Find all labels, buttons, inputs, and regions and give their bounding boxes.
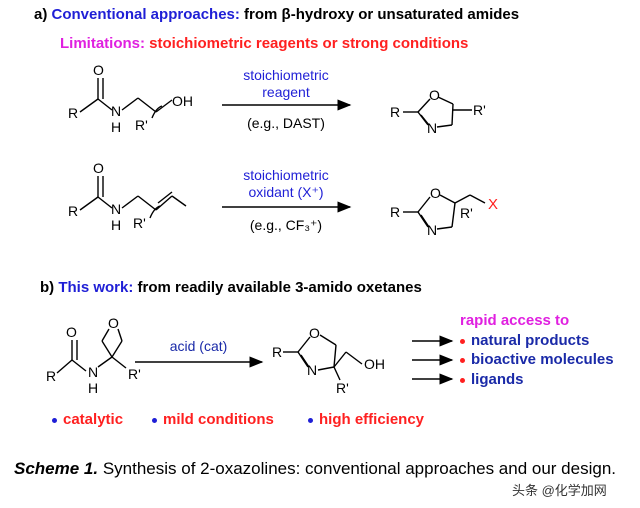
section-b-prefix: b) (40, 279, 59, 296)
section-a-rest: from β-hydroxy or unsaturated amides (239, 6, 520, 23)
section-a-prefix: a) (34, 6, 52, 23)
alkene-amide-structure (79, 176, 187, 219)
hydroxy-amide-structure (79, 78, 173, 119)
access-item-label: bioactive molecules (471, 351, 614, 368)
limitations-line: Limitations: stoichiometric reagents or … (60, 35, 468, 52)
section-b-rest: from readily available 3-amido oxetanes (133, 279, 422, 296)
atom-o-p2: O (430, 185, 441, 201)
atom-o-b2: O (309, 325, 320, 341)
section-a-header: a) Conventional approaches: from β-hydro… (34, 6, 519, 23)
atom-n-r2: N (111, 201, 122, 217)
limitations-text: stoichiometric reagents or strong condit… (145, 35, 469, 52)
atom-rprime-r1: R' (135, 117, 148, 133)
feature-mild-conditions: mild conditions (152, 411, 274, 428)
r2-example: (e.g., CF₃⁺) (249, 217, 323, 233)
acid-condition: acid (cat) (169, 338, 228, 354)
feature-label: mild conditions (163, 411, 274, 428)
caption-label: Scheme 1. (14, 459, 99, 478)
bullet-icon (152, 417, 157, 423)
atom-n-b1: N (88, 364, 99, 380)
atom-oh-r1: OH (172, 93, 193, 109)
watermark: 头条 @化学加网 (512, 480, 607, 499)
oxazoline-product-1 (403, 96, 472, 128)
feature-label: high efficiency (319, 411, 425, 428)
access-item-bioactive-molecules: bioactive molecules (460, 351, 614, 368)
r2-oxidant-line2: oxidant (X⁺) (248, 184, 324, 200)
bullet-icon (460, 377, 465, 383)
atom-rprime-b1: R' (128, 366, 141, 382)
bullet-icon (460, 357, 465, 363)
limitations-label: Limitations: (60, 35, 145, 52)
section-b-highlight: This work: (58, 279, 134, 296)
section-b-header: b) This work: from readily available 3-a… (40, 279, 422, 296)
oxazoline-product-2 (403, 194, 486, 230)
caption-text: Synthesis of 2-oxazolines: conventional … (98, 459, 616, 478)
atom-r-b1: R (46, 368, 57, 384)
atom-r-p2: R (390, 204, 401, 220)
atom-rprime-p2: R' (460, 205, 473, 221)
section-a-highlight: Conventional approaches: (51, 6, 240, 23)
bullet-icon (52, 417, 57, 423)
access-item-ligands: ligands (460, 371, 524, 388)
atom-rprime-p1: R' (473, 102, 486, 118)
atom-o-p1: O (429, 87, 440, 103)
r2-oxidant-line1: stoichiometric (243, 167, 329, 183)
r1-reagent-line1: stoichiometric (243, 67, 329, 83)
atom-n-p2: N (427, 222, 438, 238)
atom-o-b1: O (66, 324, 77, 340)
atom-o-r2: O (93, 160, 104, 176)
atom-h-b1: H (88, 380, 99, 396)
feature-catalytic: catalytic (52, 411, 123, 428)
atom-h-r1: H (111, 119, 122, 135)
atom-n-p1: N (427, 120, 438, 136)
atom-oh-b2: OH (364, 356, 385, 372)
scheme-caption: Scheme 1. Synthesis of 2-oxazolines: con… (14, 458, 624, 480)
atom-r-p1: R (390, 104, 401, 120)
access-title: rapid access to (460, 312, 570, 329)
oxetane-amide-structure (56, 328, 127, 374)
oxazoline-product-b (283, 334, 363, 381)
bullet-icon (460, 338, 465, 344)
atom-rprime-r2: R' (133, 215, 146, 231)
atom-r-r2: R (68, 203, 79, 219)
bullet-icon (308, 417, 313, 423)
atom-n-b2: N (307, 362, 318, 378)
access-item-label: ligands (471, 371, 524, 388)
feature-high-efficiency: high efficiency (308, 411, 424, 428)
atom-h-r2: H (111, 217, 122, 233)
atom-r-b2: R (272, 344, 283, 360)
atom-x-p2: X (488, 196, 499, 213)
atom-rprime-b2: R' (336, 380, 349, 396)
atom-n-r1: N (111, 103, 122, 119)
r1-reagent-line2: reagent (262, 84, 310, 100)
access-item-label: natural products (471, 332, 590, 349)
feature-label: catalytic (63, 411, 124, 428)
r1-example: (e.g., DAST) (247, 115, 325, 131)
atom-o-r1: O (93, 62, 104, 78)
access-item-natural-products: natural products (460, 332, 589, 349)
atom-r-r1: R (68, 105, 79, 121)
atom-o-oxetane: O (108, 315, 119, 331)
